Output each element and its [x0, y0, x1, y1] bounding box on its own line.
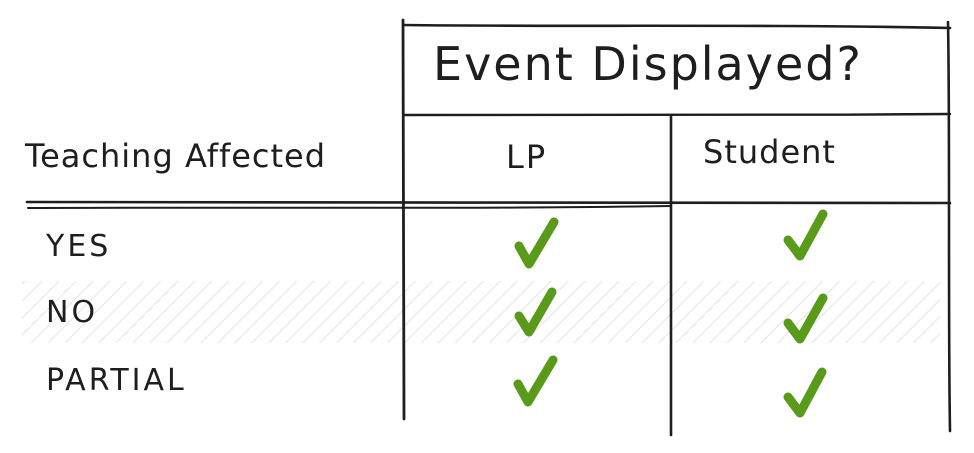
column-header-lp: LP [506, 138, 548, 176]
check-icon-yes-lp [514, 217, 559, 269]
header-bottom-border [25, 200, 952, 205]
check-icon-no-student [783, 293, 828, 344]
title-bottom-border [402, 112, 952, 117]
title-top-border [401, 23, 952, 30]
row-no-hatched-background [22, 281, 940, 343]
column-header-student: Student [703, 133, 836, 171]
check-icon-partial-student [783, 367, 827, 418]
outer-right-border [946, 20, 952, 433]
header-double-line [27, 205, 672, 209]
check-icon-yes-student [783, 209, 828, 261]
outer-left-border [401, 18, 406, 421]
check-icon-partial-lp [513, 355, 558, 407]
row-header-label: Teaching Affected [25, 137, 327, 175]
column-divider [669, 114, 673, 437]
row-label-no: NO [46, 295, 99, 330]
row-label-yes: YES [46, 229, 112, 264]
row-label-partial: PARTIAL [46, 363, 187, 398]
table-title: Event Displayed? [433, 37, 863, 91]
check-icon-no-lp [514, 287, 557, 337]
